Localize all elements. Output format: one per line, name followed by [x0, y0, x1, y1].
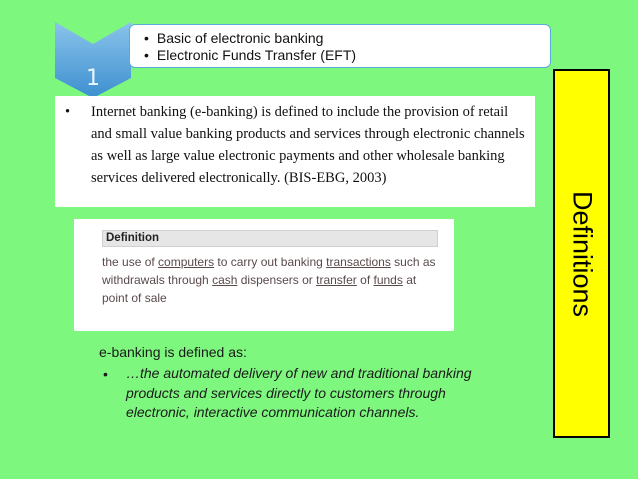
- lower-bullet: •: [103, 366, 108, 382]
- definition-image: Definition the use of computers to carry…: [74, 219, 454, 331]
- topic-list: Basic of electronic banking Electronic F…: [144, 30, 550, 64]
- link-transfer[interactable]: transfer: [316, 273, 357, 287]
- lower-definition: e-banking is defined as: • …the automate…: [99, 342, 479, 423]
- step-chevron: 1: [55, 22, 131, 98]
- topic-item: Basic of electronic banking: [144, 30, 550, 47]
- side-title-box: Definitions: [553, 69, 610, 438]
- side-title: Definitions: [567, 190, 597, 317]
- link-cash[interactable]: cash: [212, 273, 238, 287]
- quote-bullet: •: [65, 104, 71, 120]
- definition-text: to carry out banking: [214, 255, 327, 269]
- definition-body: the use of computers to carry out bankin…: [102, 253, 442, 307]
- lower-item-text: …the automated delivery of new and tradi…: [126, 365, 472, 420]
- definition-text: such as withdrawals through: [102, 255, 436, 287]
- definition-text: of: [356, 273, 374, 287]
- link-transactions[interactable]: transactions: [326, 255, 391, 269]
- lower-heading: e-banking is defined as:: [99, 344, 247, 360]
- definition-text: the use of: [102, 255, 159, 269]
- definition-header: Definition: [102, 230, 438, 247]
- topic-item: Electronic Funds Transfer (EFT): [144, 47, 550, 64]
- link-computers[interactable]: computers: [158, 255, 215, 269]
- topic-box: Basic of electronic banking Electronic F…: [129, 24, 551, 68]
- definition-text: at point of sale: [102, 273, 417, 305]
- chevron-shape-icon: [55, 22, 131, 98]
- definition-text: dispensers or: [237, 273, 317, 287]
- lower-list-item: • …the automated delivery of new and tra…: [99, 364, 479, 423]
- step-number: 1: [86, 66, 100, 91]
- quote-text: Internet banking (e-banking) is defined …: [91, 104, 525, 186]
- link-funds[interactable]: funds: [373, 273, 403, 287]
- quote-image: • Internet banking (e-banking) is define…: [55, 96, 535, 207]
